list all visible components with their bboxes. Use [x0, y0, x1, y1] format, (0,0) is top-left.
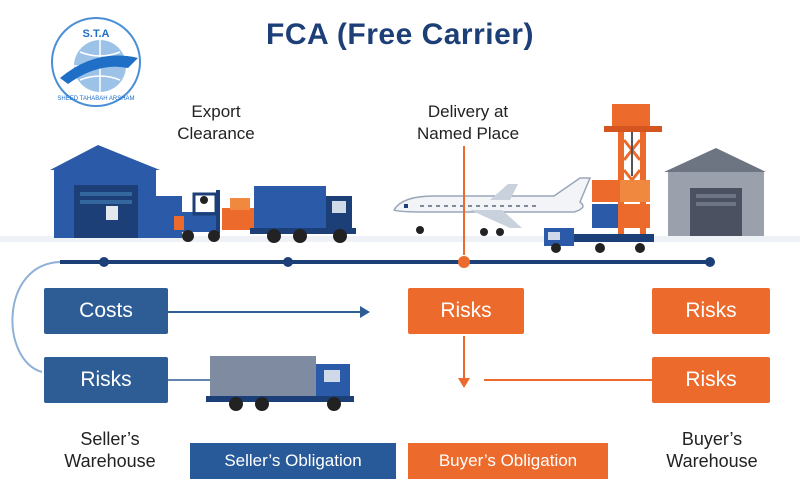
- buyer-caption-line2: Warehouse: [666, 451, 758, 471]
- truck-illustration-top: [250, 186, 356, 243]
- costs-box: Costs: [44, 288, 168, 334]
- logo-tagline: SHEED TAHABAH ARSHAM: [57, 96, 135, 102]
- export-clearance-line1: Export: [191, 102, 241, 121]
- buyer-risks-box-top: Risks: [652, 288, 770, 334]
- truck-illustration-bottom: [206, 356, 354, 411]
- seller-risks-box: Risks: [44, 357, 168, 403]
- sta-logo: [51, 17, 141, 107]
- logo-initials: S.T.A: [82, 28, 110, 40]
- delivery-point-marker: [458, 146, 470, 388]
- delivery-risks-box: Risks: [408, 288, 524, 334]
- export-clearance-label: Export Clearance: [156, 101, 276, 145]
- buyer-warehouse-illustration: [664, 148, 766, 236]
- forklift-illustration: [174, 190, 256, 242]
- buyer-risks-box-bottom: Risks: [652, 357, 770, 403]
- ground-strip: [0, 236, 800, 242]
- delivery-line2: Named Place: [416, 124, 520, 143]
- seller-obligation-legend: Seller’s Obligation: [190, 443, 396, 479]
- small-truck-illustration: [544, 228, 654, 253]
- page-title: FCA (Free Carrier): [266, 18, 534, 51]
- buyer-caption-line1: Buyer’s: [681, 429, 743, 449]
- buyer-obligation-legend: Buyer’s Obligation: [408, 443, 608, 479]
- seller-caption-line1: Seller’s: [80, 429, 140, 449]
- seller-warehouse-illustration: [50, 145, 182, 238]
- timeline: [11, 256, 715, 373]
- costs-arrow: [168, 306, 370, 318]
- seller-warehouse-caption: Seller’s Warehouse: [50, 428, 170, 472]
- delivery-line1: Delivery at: [427, 102, 509, 121]
- seller-caption-line2: Warehouse: [64, 451, 156, 471]
- airplane-illustration: [392, 177, 592, 236]
- export-clearance-line2: Clearance: [177, 124, 255, 143]
- buyer-warehouse-caption: Buyer’s Warehouse: [650, 428, 774, 472]
- delivery-named-place-label: Delivery at Named Place: [398, 101, 538, 145]
- containers-illustration: [592, 180, 650, 228]
